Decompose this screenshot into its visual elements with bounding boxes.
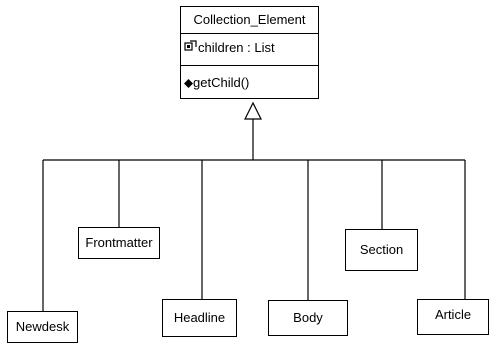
operation-text: getChild() bbox=[193, 75, 250, 90]
class-headline-label: Headline bbox=[173, 310, 226, 325]
class-article[interactable]: Article bbox=[417, 299, 489, 335]
class-article-label: Article bbox=[434, 307, 472, 322]
class-attributes: children : List bbox=[181, 33, 318, 66]
class-body[interactable]: Body bbox=[268, 300, 348, 336]
class-section[interactable]: Section bbox=[345, 229, 418, 271]
class-collection-element[interactable]: Collection_Element children : List getCh… bbox=[180, 6, 319, 99]
class-section-label: Section bbox=[359, 242, 404, 257]
class-name: Collection_Element bbox=[181, 7, 318, 34]
class-body-label: Body bbox=[293, 310, 323, 325]
generalization-arrow-icon bbox=[244, 101, 262, 120]
class-operations: getChild() bbox=[181, 65, 318, 98]
operation-icon bbox=[184, 66, 193, 102]
class-headline[interactable]: Headline bbox=[162, 299, 237, 337]
class-frontmatter[interactable]: Frontmatter bbox=[78, 227, 160, 259]
attribute-icon bbox=[184, 34, 198, 64]
attribute-text: children : List bbox=[198, 40, 275, 55]
class-newdesk[interactable]: Newdesk bbox=[7, 311, 78, 343]
class-newdesk-label: Newdesk bbox=[15, 319, 70, 334]
class-frontmatter-label: Frontmatter bbox=[85, 235, 153, 250]
